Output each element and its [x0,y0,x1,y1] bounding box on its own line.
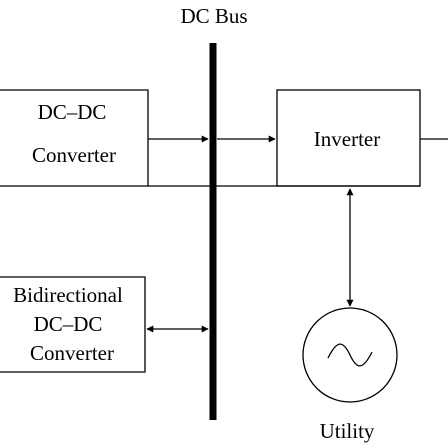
dcdc-converter-box [0,89,149,187]
bidirectional-converter-label-line1: Bidirectional [13,283,123,307]
sine-wave-icon [327,343,373,367]
utility-label: Utility [320,419,375,443]
dc-bus-label: DC Bus [180,4,247,28]
bidirectional-converter-label-line2: DC–DC [34,312,103,336]
dcdc-converter-label-line1: DC–DC [38,100,107,124]
inverter-box [276,89,421,187]
utility-ac-source-circle [302,307,398,403]
bidirectional-converter-label-line3: Converter [30,341,114,365]
bidirectional-converter-box [0,276,146,373]
inverter-label: Inverter [314,127,380,151]
dcdc-converter-label-line2: Converter [32,143,116,167]
